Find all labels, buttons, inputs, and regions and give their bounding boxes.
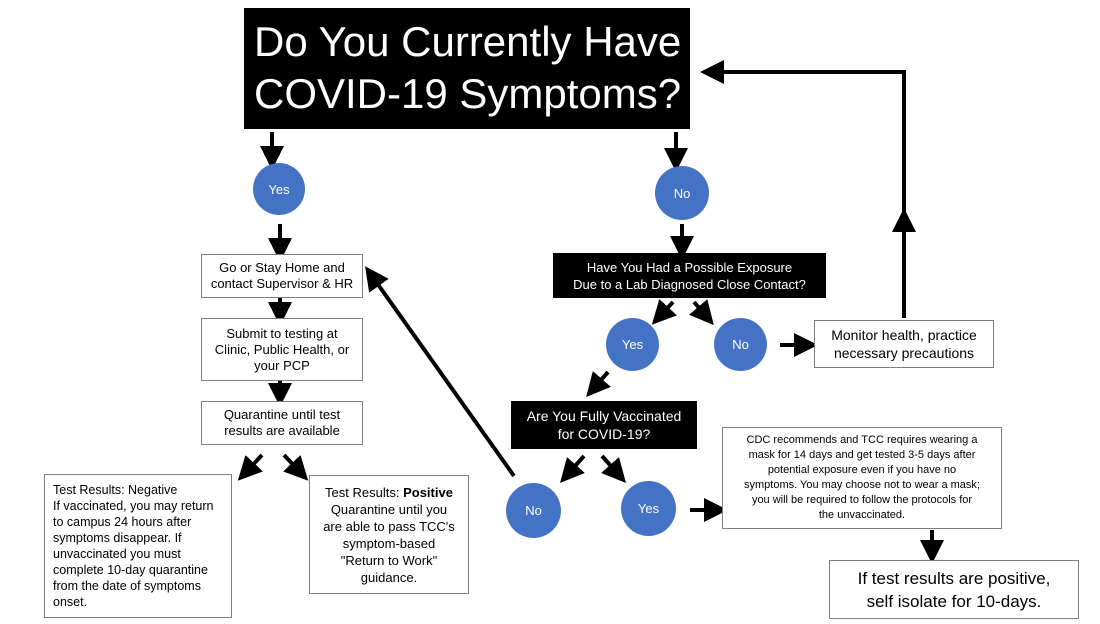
vaccinated-question-box: Are You Fully Vaccinated for COVID-19? bbox=[511, 401, 697, 449]
yes-vaccinated-circle: Yes bbox=[621, 481, 676, 536]
main-question-title: Do You Currently Have COVID-19 Symptoms? bbox=[244, 8, 690, 129]
yes-symptoms-circle: Yes bbox=[253, 163, 305, 215]
negative-line-2: to campus 24 hours after bbox=[53, 515, 192, 529]
monitor-health-box: Monitor health, practice necessary preca… bbox=[814, 320, 994, 368]
cdc-line-4: symptoms. You may choose not to wear a m… bbox=[743, 479, 980, 491]
positive-line-5: guidance. bbox=[360, 569, 418, 585]
negative-line-6: from the date of symptoms bbox=[53, 579, 201, 593]
positive-line-2: are able to pass TCC's bbox=[323, 518, 455, 534]
arrow-vaccinated-to-yes bbox=[600, 454, 626, 483]
arrow-no-to-gohome bbox=[365, 266, 516, 478]
monitor-line-1: Monitor health, practice bbox=[831, 327, 977, 343]
self-isolate-line-1: If test results are positive, bbox=[857, 568, 1051, 588]
positive-result-box: Test Results: Positive Quarantine until … bbox=[309, 475, 469, 594]
no-exposure-circle: No bbox=[714, 318, 767, 371]
arrow-vaccinated-to-no bbox=[560, 454, 586, 483]
negative-line-3: symptoms disappear. If bbox=[53, 531, 182, 545]
cdc-recommendation-box: CDC recommends and TCC requires wearing … bbox=[722, 427, 1002, 529]
submit-testing-box: Submit to testing at Clinic, Public Heal… bbox=[201, 318, 363, 381]
cdc-line-1: CDC recommends and TCC requires wearing … bbox=[746, 434, 978, 446]
exposure-question-line-2: Due to a Lab Diagnosed Close Contact? bbox=[573, 276, 806, 292]
exposure-question-line-1: Have You Had a Possible Exposure bbox=[586, 259, 793, 275]
yes-symptoms-label: Yes bbox=[268, 181, 290, 197]
cdc-line-5: you will be required to follow the proto… bbox=[751, 494, 973, 506]
vaccinated-question-line-2: for COVID-19? bbox=[557, 426, 651, 442]
arrow-quarantine-to-positive bbox=[282, 453, 309, 481]
exposure-question-box: Have You Had a Possible Exposure Due to … bbox=[553, 253, 826, 298]
self-isolate-box: If test results are positive, self isola… bbox=[829, 560, 1079, 619]
positive-heading-bold: Positive bbox=[403, 484, 453, 500]
quarantine-box: Quarantine until test results are availa… bbox=[201, 401, 363, 445]
negative-line-7: onset. bbox=[53, 595, 88, 609]
negative-result-box: Test Results: Negative If vaccinated, yo… bbox=[44, 474, 232, 618]
negative-line-5: complete 10-day quarantine bbox=[53, 563, 208, 577]
go-home-box: Go or Stay Home and contact Supervisor &… bbox=[201, 254, 363, 298]
quarantine-line-2: results are available bbox=[224, 423, 340, 438]
arrow-exposure-to-no bbox=[689, 299, 714, 326]
no-symptoms-circle: No bbox=[655, 166, 709, 220]
arrow-monitor-return bbox=[700, 60, 906, 222]
go-home-line-1: Go or Stay Home and bbox=[219, 260, 345, 275]
go-home-line-2: contact Supervisor & HR bbox=[210, 276, 354, 291]
submit-testing-line-3: your PCP bbox=[254, 357, 310, 373]
negative-heading: Test Results: Negative bbox=[53, 483, 178, 497]
quarantine-line-1: Quarantine until test bbox=[223, 407, 341, 422]
arrow-yes-to-vaccinated bbox=[586, 370, 611, 398]
yes-exposure-label: Yes bbox=[621, 337, 644, 352]
no-symptoms-label: No bbox=[673, 185, 691, 201]
arrow-quarantine-to-negative bbox=[237, 453, 264, 481]
positive-heading: Test Results: Positive bbox=[310, 484, 468, 501]
no-vaccinated-circle: No bbox=[506, 483, 561, 538]
cdc-line-6: the unvaccinated. bbox=[818, 509, 906, 521]
arrow-exposure-to-yes bbox=[651, 299, 677, 325]
submit-testing-line-2: Clinic, Public Health, or bbox=[214, 341, 350, 357]
self-isolate-line-2: self isolate for 10-days. bbox=[866, 591, 1042, 611]
cdc-line-3: potential exposure even if you have no bbox=[767, 464, 957, 476]
positive-line-3: symptom-based bbox=[342, 535, 436, 551]
title-line-1: Do You Currently Have bbox=[254, 18, 682, 65]
negative-line-4: unvaccinated you must bbox=[53, 547, 181, 561]
positive-line-1: Quarantine until you bbox=[330, 501, 448, 517]
submit-testing-line-1: Submit to testing at bbox=[226, 325, 338, 341]
cdc-line-2: mask for 14 days and get tested 3-5 days… bbox=[748, 449, 976, 461]
positive-line-4: "Return to Work" bbox=[340, 552, 438, 568]
no-vaccinated-label: No bbox=[525, 503, 542, 518]
vaccinated-question-line-1: Are You Fully Vaccinated bbox=[526, 408, 682, 424]
title-line-2: COVID-19 Symptoms? bbox=[254, 70, 682, 117]
monitor-line-2: necessary precautions bbox=[833, 345, 975, 361]
yes-vaccinated-label: Yes bbox=[637, 501, 660, 516]
no-exposure-label: No bbox=[732, 337, 749, 352]
positive-heading-prefix: Test Results: bbox=[325, 484, 404, 500]
negative-line-1: If vaccinated, you may return bbox=[53, 499, 214, 513]
yes-exposure-circle: Yes bbox=[606, 318, 659, 371]
